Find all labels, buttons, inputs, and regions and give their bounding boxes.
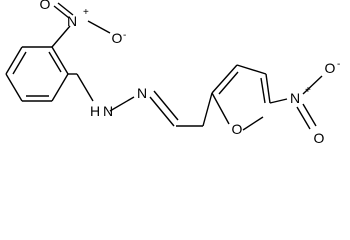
bond	[242, 116, 264, 131]
bond	[87, 20, 111, 34]
furan-oxygen-label: O	[232, 121, 243, 137]
double-bond-inner	[260, 77, 266, 104]
bond	[202, 92, 213, 127]
furan-ring	[202, 64, 271, 131]
double-bond-inner	[153, 90, 179, 121]
nitro-n-charge: +	[305, 85, 311, 96]
nitro-n-label: N	[67, 13, 77, 29]
bond	[57, 2, 74, 16]
bond	[51, 73, 69, 102]
bond	[53, 5, 70, 19]
bond	[51, 46, 69, 75]
double-bond-inner	[48, 51, 62, 73]
bond	[149, 96, 175, 127]
bond	[5, 46, 23, 75]
bond	[296, 106, 311, 130]
nitro-group-left	[51, 2, 111, 48]
nitro-o-double-label: O	[314, 130, 325, 146]
bond	[236, 64, 267, 75]
nitro-group-right	[269, 75, 323, 130]
bond	[269, 98, 288, 104]
nitro-o-charge: -	[123, 30, 126, 41]
bond	[302, 75, 323, 95]
bond	[109, 96, 135, 112]
hydrazone-n-label: N	[137, 85, 147, 101]
nitro-o-single-label: O	[325, 60, 336, 76]
chemical-structure: N + O O - N H N O N + O - O	[5, 0, 340, 146]
double-bond-inner	[12, 51, 27, 75]
bond	[76, 73, 94, 102]
bond	[265, 73, 271, 104]
hydrazone-chain	[68, 73, 203, 127]
bond	[211, 64, 238, 94]
double-bond-inner	[218, 71, 239, 95]
benzene-ring	[5, 46, 69, 102]
nitro-o-charge: -	[337, 59, 340, 70]
nitro-n-charge: +	[83, 7, 89, 18]
nitro-n-label: N	[290, 90, 300, 106]
nitro-o-single-label: O	[112, 30, 123, 46]
hydrazone-nh-h-label: H	[90, 103, 100, 119]
bond	[51, 25, 71, 48]
bond	[211, 92, 230, 125]
bond	[5, 73, 23, 102]
hydrazone-nh-n-label: N	[103, 103, 113, 119]
nitro-o-double-label: O	[40, 0, 51, 12]
bond	[302, 103, 317, 127]
